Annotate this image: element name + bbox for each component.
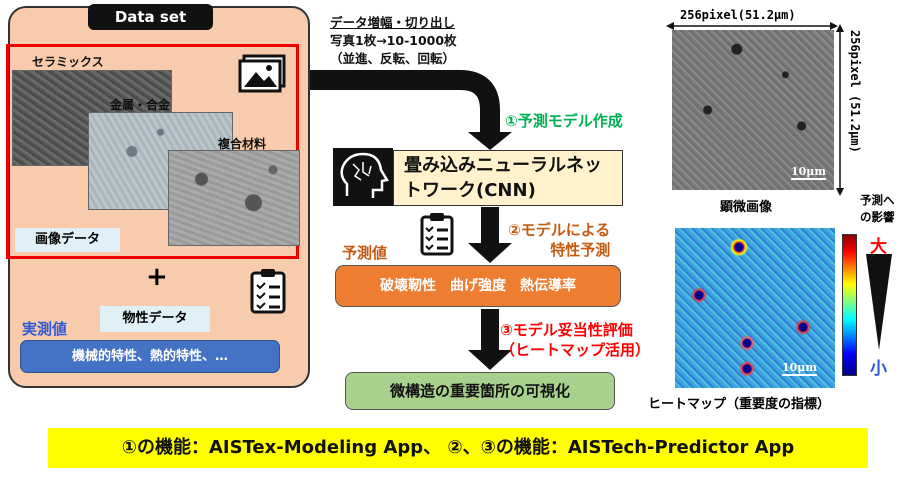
metal-label: 金属・合金 (110, 98, 171, 112)
composite-image (168, 150, 300, 246)
measured-label: 実測値 (22, 320, 68, 338)
height-label: 256pixel (51.2μm) (848, 30, 862, 153)
augmentation-title: データ増幅・切り出し (330, 15, 456, 30)
clipboard-icon-2 (420, 212, 454, 260)
arrow-2-shaft (481, 207, 499, 245)
heatmap-colorbar (842, 234, 857, 376)
step3-line2: （ヒートマップ活用） (500, 341, 651, 359)
main-curved-arrow (310, 70, 500, 135)
step1-label: ①予測モデル作成 (505, 112, 623, 130)
step3-line1: ③モデル妥当性評価 (500, 321, 633, 339)
arrow-3-head (468, 350, 512, 370)
influence-triangle (866, 254, 892, 350)
clipboard-icon (250, 268, 286, 318)
heatmap-caption: ヒートマップ（重要度の指標） (648, 397, 831, 412)
cnn-line1: 畳み込みニューラルネッ (404, 155, 602, 176)
micrograph-image: 10μm (672, 30, 834, 190)
heatmap-image: 10μm (675, 228, 835, 388)
width-label: 256pixel(51.2μm) (680, 8, 796, 22)
predicted-values-box: 破壊靭性 曲げ強度 熱伝導率 (335, 265, 621, 307)
step2-label: ②モデルによる特性予測 (508, 220, 610, 260)
brain-head-icon (333, 148, 393, 206)
legend-title-line2: の影響 (860, 210, 895, 224)
legend-low: 小 (870, 359, 887, 379)
property-data-label: 物性データ (100, 306, 210, 332)
app-functions-banner: ①の機能：AISTex-Modeling App、 ②、③の機能：AISTech… (48, 428, 868, 468)
properties-box: 機械的特性、熱的特性、… (20, 340, 280, 373)
dataset-title: Data set (88, 4, 213, 30)
step2-line2: 特性予測 (550, 241, 611, 259)
legend-high: 大 (870, 237, 887, 257)
heatmap-scale-bar: 10μm (782, 361, 817, 376)
dimension-arrows (666, 22, 844, 196)
legend-title-line1: 予測へ (860, 193, 895, 207)
cnn-box: 畳み込みニューラルネットワーク(CNN) (393, 150, 623, 206)
plus-sign: + (146, 262, 168, 292)
step2-line1: ②モデルによる (508, 221, 611, 239)
main-arrow-head (468, 132, 512, 150)
augmentation-ops: （並進、反転、回転） (330, 51, 456, 66)
micrograph-caption: 顕微画像 (720, 200, 773, 215)
image-gallery-icon (238, 54, 288, 98)
visualization-result-box: 微構造の重要箇所の可視化 (345, 372, 615, 410)
ceramics-label: セラミックス (32, 55, 104, 69)
composite-label: 複合材料 (218, 137, 267, 151)
image-data-label: 画像データ (15, 228, 120, 252)
cnn-line2: トワーク(CNN) (404, 180, 536, 201)
arrow-3-shaft (481, 309, 499, 353)
arrow-2-head (468, 243, 512, 263)
predicted-label: 予測値 (342, 244, 388, 262)
micrograph-scale-bar: 10μm (791, 165, 826, 180)
step3-label: ③モデル妥当性評価 （ヒートマップ活用） (500, 320, 650, 360)
legend-title: 予測への影響 (860, 192, 895, 226)
augmentation-count: 写真1枚→10-1000枚 (330, 33, 457, 48)
